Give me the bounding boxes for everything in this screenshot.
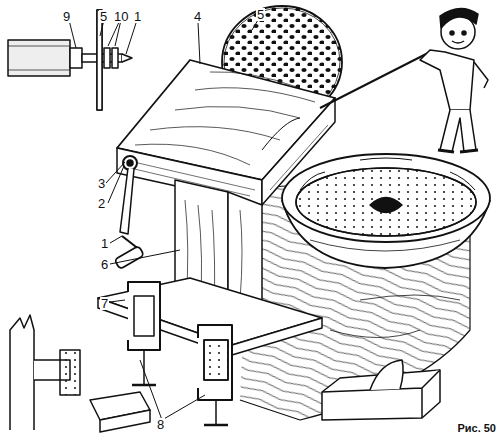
boy-figure <box>320 8 488 152</box>
callout-number: 4 <box>193 10 202 23</box>
clamp <box>198 325 232 425</box>
callout-number: 8 <box>156 418 165 431</box>
block-inset <box>322 360 440 420</box>
bowl <box>282 154 490 268</box>
callout-number: 6 <box>100 258 109 271</box>
drawing <box>8 6 490 432</box>
callout-number: 5 <box>256 8 265 21</box>
joint-inset <box>10 315 150 432</box>
callout-number: 1 <box>133 10 142 23</box>
callout-number: 9 <box>62 10 71 23</box>
callout-number: 5 <box>99 10 108 23</box>
callout-number: 7 <box>100 297 109 310</box>
crank <box>114 156 144 269</box>
figure-caption: Рис. 50 <box>457 422 496 434</box>
callout-number: 3 <box>97 177 106 190</box>
callout-number: 10 <box>113 10 129 23</box>
assembly-inset <box>8 10 132 110</box>
leader-lines <box>69 20 258 420</box>
callout-number: 1 <box>100 237 109 250</box>
callout-number: 2 <box>97 197 106 210</box>
